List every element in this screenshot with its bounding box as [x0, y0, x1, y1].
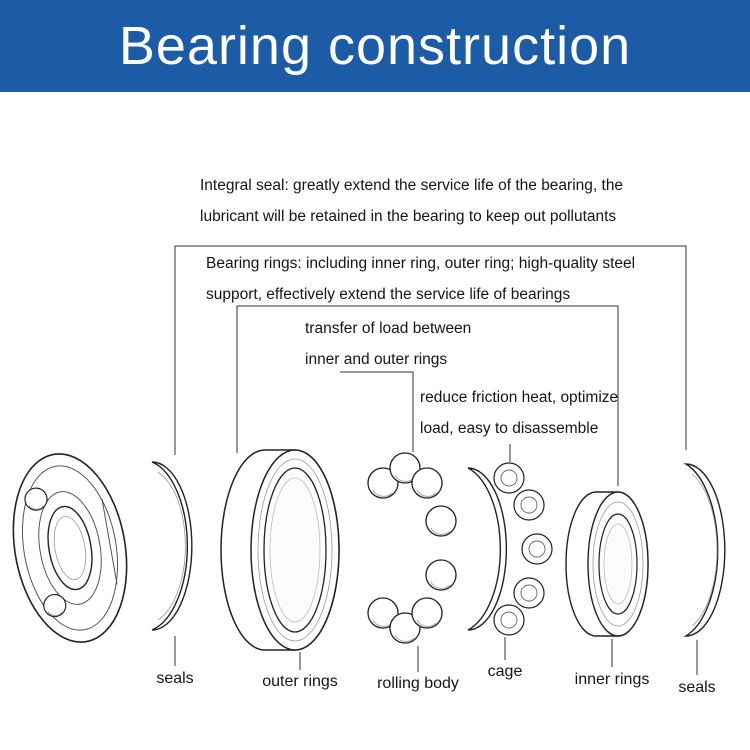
annotation-line: Integral seal: greatly extend the servic…	[200, 177, 624, 194]
annotation-rolling-body: transfer of load between inner and outer…	[305, 313, 471, 375]
annotation-bearing-rings: Bearing rings: including inner ring, out…	[206, 248, 635, 310]
leader-bearing-rings	[236, 305, 619, 486]
leader-lines	[174, 245, 698, 675]
annotation-line: Bearing rings: including inner ring, out…	[206, 255, 636, 272]
part-label-seals-left: seals	[156, 670, 194, 687]
part-label-inner-rings: inner rings	[574, 671, 650, 688]
annotation-line: lubricant will be retained in the bearin…	[200, 208, 617, 225]
part-inner-ring	[565, 491, 649, 637]
annotation-line: support, effectively extend the service …	[206, 286, 571, 303]
part-seal-left	[151, 461, 193, 631]
leader-rolling-body	[340, 371, 414, 452]
part-sealed-bearing	[12, 453, 128, 643]
part-rolling-body	[367, 452, 457, 644]
part-label-outer-rings: outer rings	[262, 673, 338, 690]
part-cage	[467, 462, 553, 636]
leader-integral-seal	[174, 245, 687, 455]
annotation-line: reduce friction heat, optimize	[420, 389, 619, 406]
part-label-cage: cage	[487, 663, 523, 680]
part-label-rolling-body: rolling body	[377, 675, 459, 692]
part-outer-ring	[220, 449, 340, 651]
annotation-cage: reduce friction heat, optimize load, eas…	[420, 382, 618, 444]
annotation-line: transfer of load between	[305, 320, 472, 337]
page-title: Bearing construction	[118, 16, 632, 76]
annotation-integral-seal: Integral seal: greatly extend the servic…	[200, 170, 623, 232]
annotation-line: load, easy to disassemble	[420, 420, 599, 437]
part-label-seals-right: seals	[678, 679, 716, 696]
annotation-line: inner and outer rings	[305, 351, 448, 368]
title-banner: Bearing construction	[0, 0, 750, 92]
part-seal-right	[683, 463, 726, 637]
